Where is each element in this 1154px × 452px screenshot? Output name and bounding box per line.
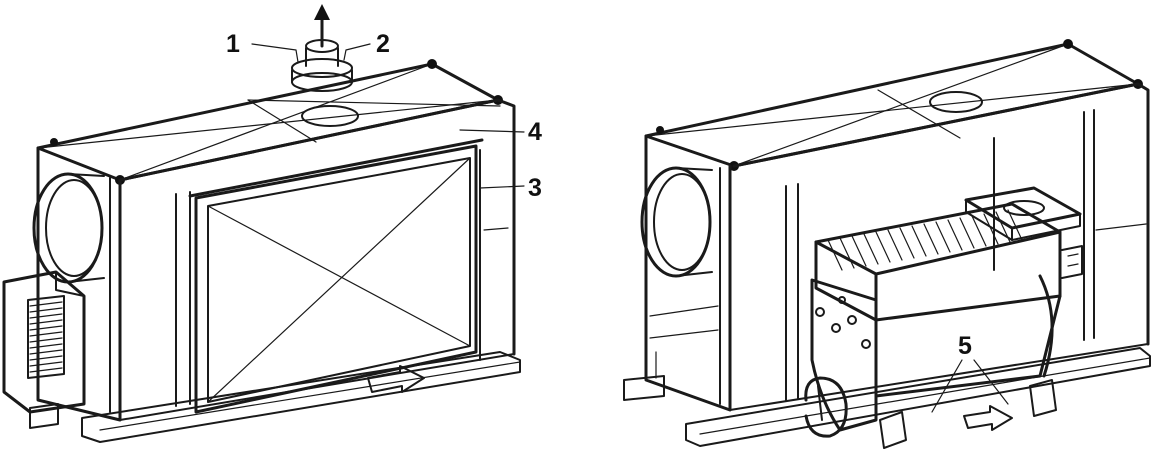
left-round-inlet xyxy=(32,172,105,284)
right-airflow-arrow-icon xyxy=(963,405,1013,431)
left-front-frame xyxy=(118,98,516,421)
callout-label-1: 1 xyxy=(226,30,240,58)
left-base-skid xyxy=(29,351,521,443)
right-base-skid xyxy=(623,347,1151,447)
callout-leaders xyxy=(251,43,525,189)
left-access-panel xyxy=(188,138,484,414)
right-frame-posts xyxy=(729,82,1150,411)
callout-leaders-right xyxy=(931,359,1009,413)
left-airflow-arrow-icon xyxy=(367,365,425,393)
left-side-body xyxy=(36,146,122,422)
right-support-feet xyxy=(879,379,1057,449)
callout-label-4: 4 xyxy=(528,118,542,146)
right-round-inlet xyxy=(640,166,713,278)
combustion-chamber xyxy=(804,274,1062,438)
exhaust-arrow-icon xyxy=(314,4,330,48)
finned-heat-exchanger xyxy=(814,202,1083,322)
heat-exchanger-flue-box xyxy=(964,186,1082,241)
right-top-frame xyxy=(644,39,1143,171)
left-top-opening xyxy=(301,105,359,127)
callout-label-2: 2 xyxy=(376,30,390,58)
callout-label-3: 3 xyxy=(528,174,542,202)
right-side-body xyxy=(644,134,732,412)
callout-label-5: 5 xyxy=(958,332,972,360)
left-unit-closed: 1 2 4 3 xyxy=(2,4,542,443)
flue-outlet-collar xyxy=(291,39,353,92)
left-top-frame xyxy=(36,59,503,185)
right-unit-open: 5 xyxy=(623,39,1151,449)
burner-housing xyxy=(2,270,86,414)
